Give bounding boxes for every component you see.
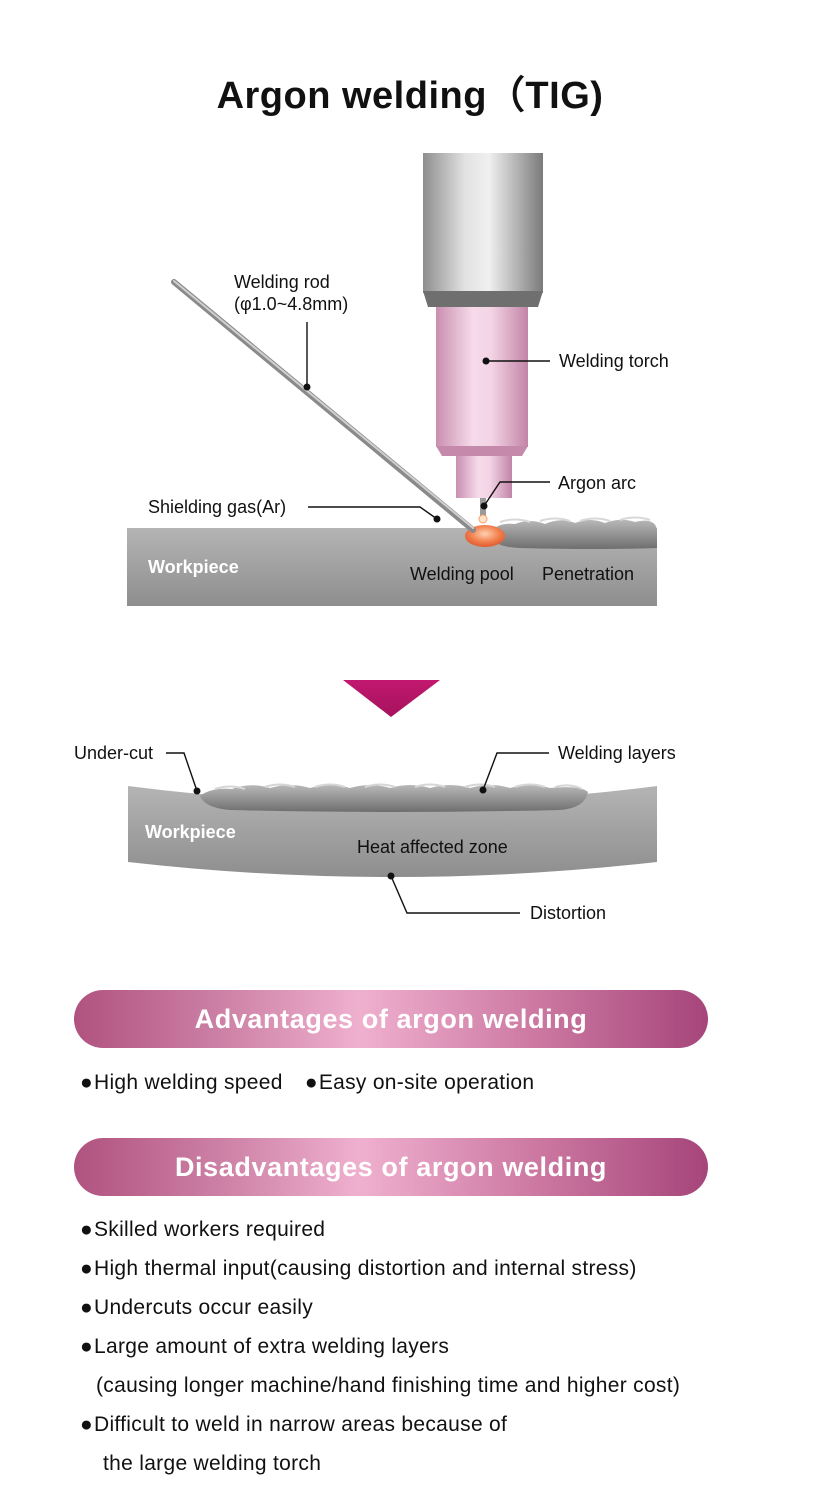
tig-welding-diagram: Welding rod (φ1.0~4.8mm) Welding torch A… [74,153,676,923]
advantages-heading: Advantages of argon welding [74,990,708,1048]
workpiece-label-bottom: Workpiece [145,822,236,842]
welding-pool-label: Welding pool [410,564,514,584]
welding-torch-label: Welding torch [559,351,669,371]
heat-affected-zone-label: Heat affected zone [357,837,508,857]
advantages-list: ●High welding speed ●Easy on-site operat… [80,1071,550,1095]
advantage-item: ●Easy on-site operation [304,1071,535,1094]
disadvantage-item: ●Skilled workers required [80,1218,326,1241]
welding-rod-label-line1: Welding rod [234,272,330,292]
disadvantage-item: ●Large amount of extra welding layers [80,1335,450,1358]
weld-bead [488,519,657,549]
disadvantages-heading: Disadvantages of argon welding [74,1138,708,1196]
disadvantage-item: ●High thermal input(causing distortion a… [80,1257,637,1280]
torch-body-icon [423,153,543,516]
advantage-item: ●High welding speed [80,1071,283,1094]
under-cut-label: Under-cut [74,743,153,763]
welding-layers-bead [200,785,588,812]
welding-rod-label-line2: (φ1.0~4.8mm) [234,294,348,314]
welding-layers-label: Welding layers [558,743,676,763]
down-arrow-icon [343,680,440,717]
disadvantage-item-continuation: (causing longer machine/hand finishing t… [96,1374,681,1397]
shielding-gas-label: Shielding gas(Ar) [148,497,286,517]
argon-arc-icon [478,514,488,524]
disadvantage-item-continuation: the large welding torch [103,1452,322,1475]
argon-arc-label: Argon arc [558,473,636,493]
penetration-label: Penetration [542,564,634,584]
distortion-label: Distortion [530,903,606,923]
workpiece-label-top: Workpiece [148,557,239,577]
page-title: Argon welding（TIG) [216,75,604,117]
disadvantage-item: ●Undercuts occur easily [80,1296,314,1319]
disadvantage-item: ●Difficult to weld in narrow areas becau… [80,1413,508,1436]
